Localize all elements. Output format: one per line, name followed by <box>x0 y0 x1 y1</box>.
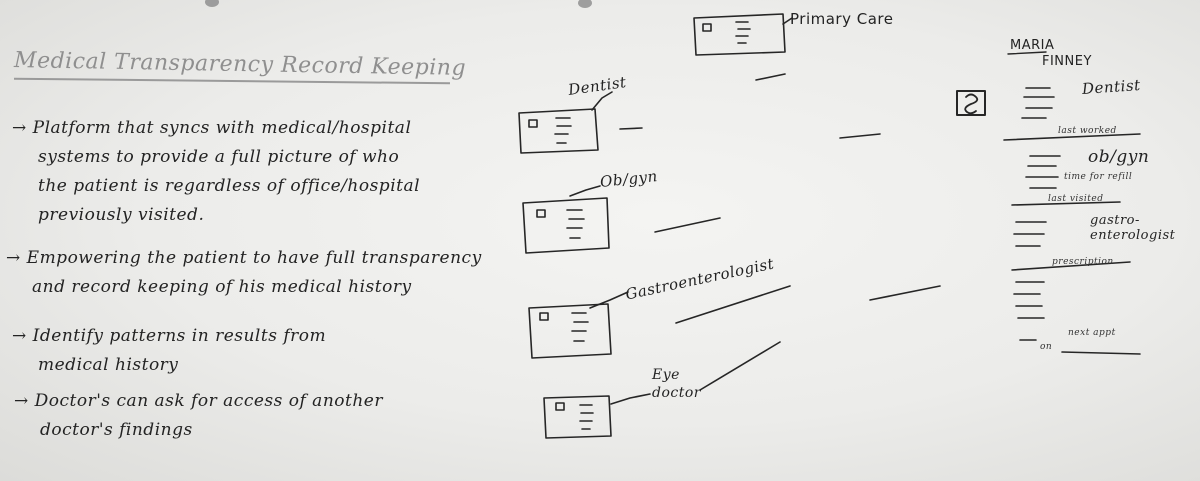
label-eye-line: Eye <box>652 367 680 383</box>
patient-name: MARIA FINNEY <box>1010 38 1092 70</box>
label-primary-care: Primary Care <box>790 10 894 28</box>
eye-doctor-card <box>543 341 781 439</box>
profile-connector <box>839 133 881 139</box>
record-gastro: gastro- enterologist <box>1090 213 1175 243</box>
bullet-arrow: → <box>6 248 21 268</box>
bullet-doctor-access: → Doctor's can ask for access of another… <box>14 387 383 445</box>
patient-first-name: MARIA <box>1010 38 1055 53</box>
patient-record-list <box>1003 87 1141 355</box>
primary-care-card <box>693 13 793 56</box>
note-time-for-refill: time for refill <box>1064 172 1133 182</box>
bullet-empowering: → Empowering the patient to have full tr… <box>6 244 482 302</box>
note-next-appt: next appt <box>1068 328 1116 338</box>
bullet-arrow: → <box>14 391 29 411</box>
bullet-line: systems to provide a full picture of who <box>38 147 400 167</box>
bullet-sync-platform: → Platform that syncs with medical/hospi… <box>12 114 420 230</box>
note-on: on <box>1040 342 1053 352</box>
profile-connector <box>869 285 941 301</box>
bullet-line: medical history <box>38 355 179 375</box>
note-last-worked: last worked <box>1058 126 1117 136</box>
primary-care-connector <box>755 73 786 81</box>
patient-last-name: FINNEY <box>1042 54 1092 69</box>
bullet-line: the patient is regardless of office/hosp… <box>38 176 421 196</box>
bullet-line: Empowering the patient to have full tran… <box>26 248 482 268</box>
label-eye-doctor: Eye doctor <box>652 366 701 402</box>
magnet-right <box>578 0 592 8</box>
record-obgyn: ob/gyn <box>1088 147 1150 167</box>
patient-avatar <box>956 90 986 116</box>
note-prescription: prescription <box>1052 257 1114 267</box>
record-gastro-line: gastro- <box>1090 213 1140 228</box>
bullet-line: and record keeping of his medical histor… <box>32 277 412 297</box>
obgyn-card <box>522 185 721 254</box>
bullet-arrow: → <box>12 326 27 346</box>
dentist-card <box>518 91 643 154</box>
bullet-line: Identify patterns in results from <box>32 326 327 346</box>
bullet-patterns: → Identify patterns in results from medi… <box>12 322 326 380</box>
gastro-card <box>528 285 791 359</box>
magnet-left <box>205 0 219 7</box>
bullet-line: doctor's findings <box>40 420 193 440</box>
record-gastro-line: enterologist <box>1090 228 1176 243</box>
label-eye-line: doctor <box>652 385 701 401</box>
bullet-line: previously visited. <box>38 205 205 225</box>
bullet-line: Platform that syncs with medical/hospita… <box>32 118 412 138</box>
bullet-line: Doctor's can ask for access of another <box>34 391 383 411</box>
bullet-arrow: → <box>12 118 27 138</box>
note-last-visited: last visited <box>1048 194 1104 204</box>
